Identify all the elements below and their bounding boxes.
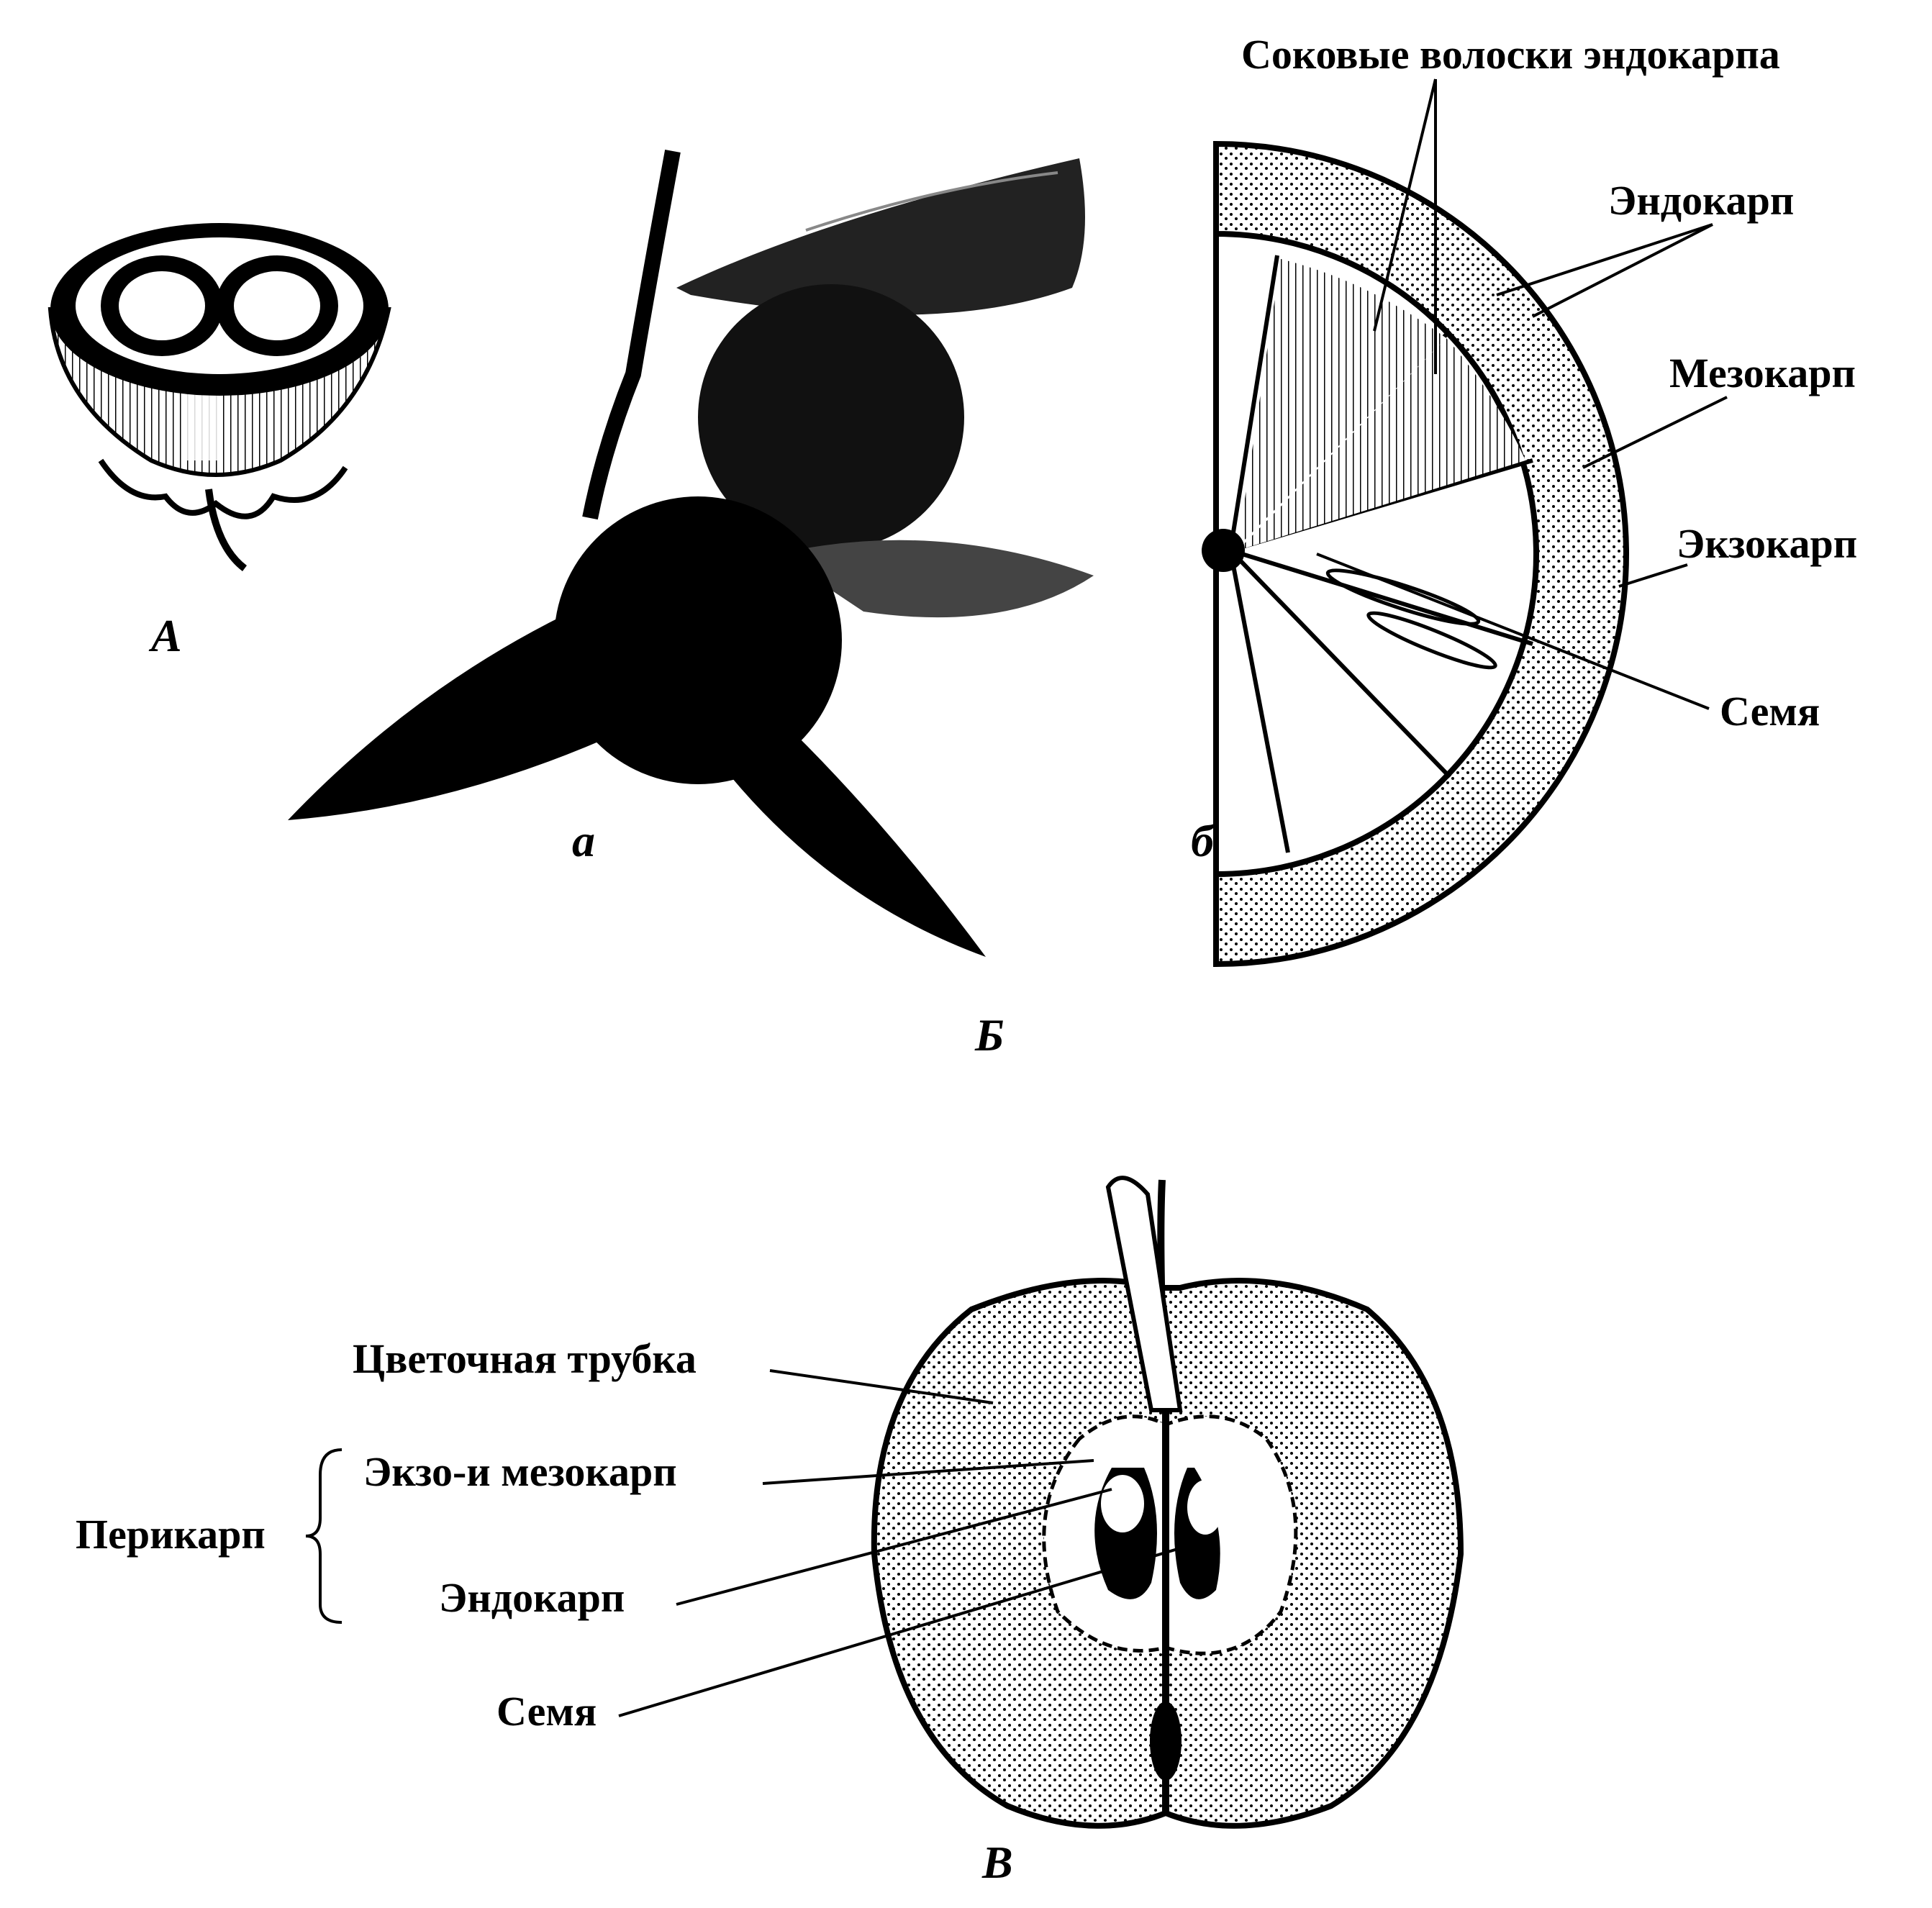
panel-b-sub-a: а: [572, 815, 595, 866]
label-endocarp-v: Эндокарп: [439, 1574, 625, 1621]
leader-juice-hairs-1: [1373, 78, 1437, 332]
leader-endocarp-v: [676, 1488, 1112, 1606]
label-seed-b: Семя: [1720, 688, 1820, 735]
label-exocarp: Экзокарп: [1677, 520, 1857, 567]
label-endocarp-b: Эндокарп: [1608, 177, 1794, 224]
tomato-illustration: [47, 223, 391, 571]
leader-endocarp-b-2: [1532, 223, 1713, 318]
leader-exocarp: [1618, 563, 1688, 588]
leader-endocarp-b-1: [1496, 223, 1713, 296]
leader-exo-meso: [762, 1459, 1094, 1485]
citrus-section-illustration: [1202, 140, 1629, 968]
label-juice-hairs: Соковые волоски эндокарпа: [1241, 31, 1780, 78]
panel-b-sub-b: б: [1191, 815, 1216, 866]
label-seed-v: Семя: [496, 1688, 597, 1735]
pericarp-brace: [305, 1448, 343, 1624]
label-pericarp: Перикарп: [76, 1511, 266, 1558]
panel-v-letter: В: [981, 1837, 1013, 1888]
orange-branch-illustration: [288, 150, 1094, 957]
leader-mesocarp: [1582, 396, 1728, 469]
label-mesocarp: Мезокарп: [1669, 350, 1856, 396]
leader-seed-v: [618, 1538, 1210, 1717]
panel-a-letter: А: [148, 610, 182, 661]
label-flower-tube: Цветочная трубка: [353, 1335, 697, 1382]
leader-seed-b: [1316, 553, 1710, 710]
leader-flower-tube: [769, 1369, 994, 1404]
panel-b-letter: Б: [974, 1009, 1004, 1060]
apple-illustration: [871, 1176, 1464, 1829]
label-exo-meso: Экзо-и мезокарп: [363, 1448, 677, 1495]
